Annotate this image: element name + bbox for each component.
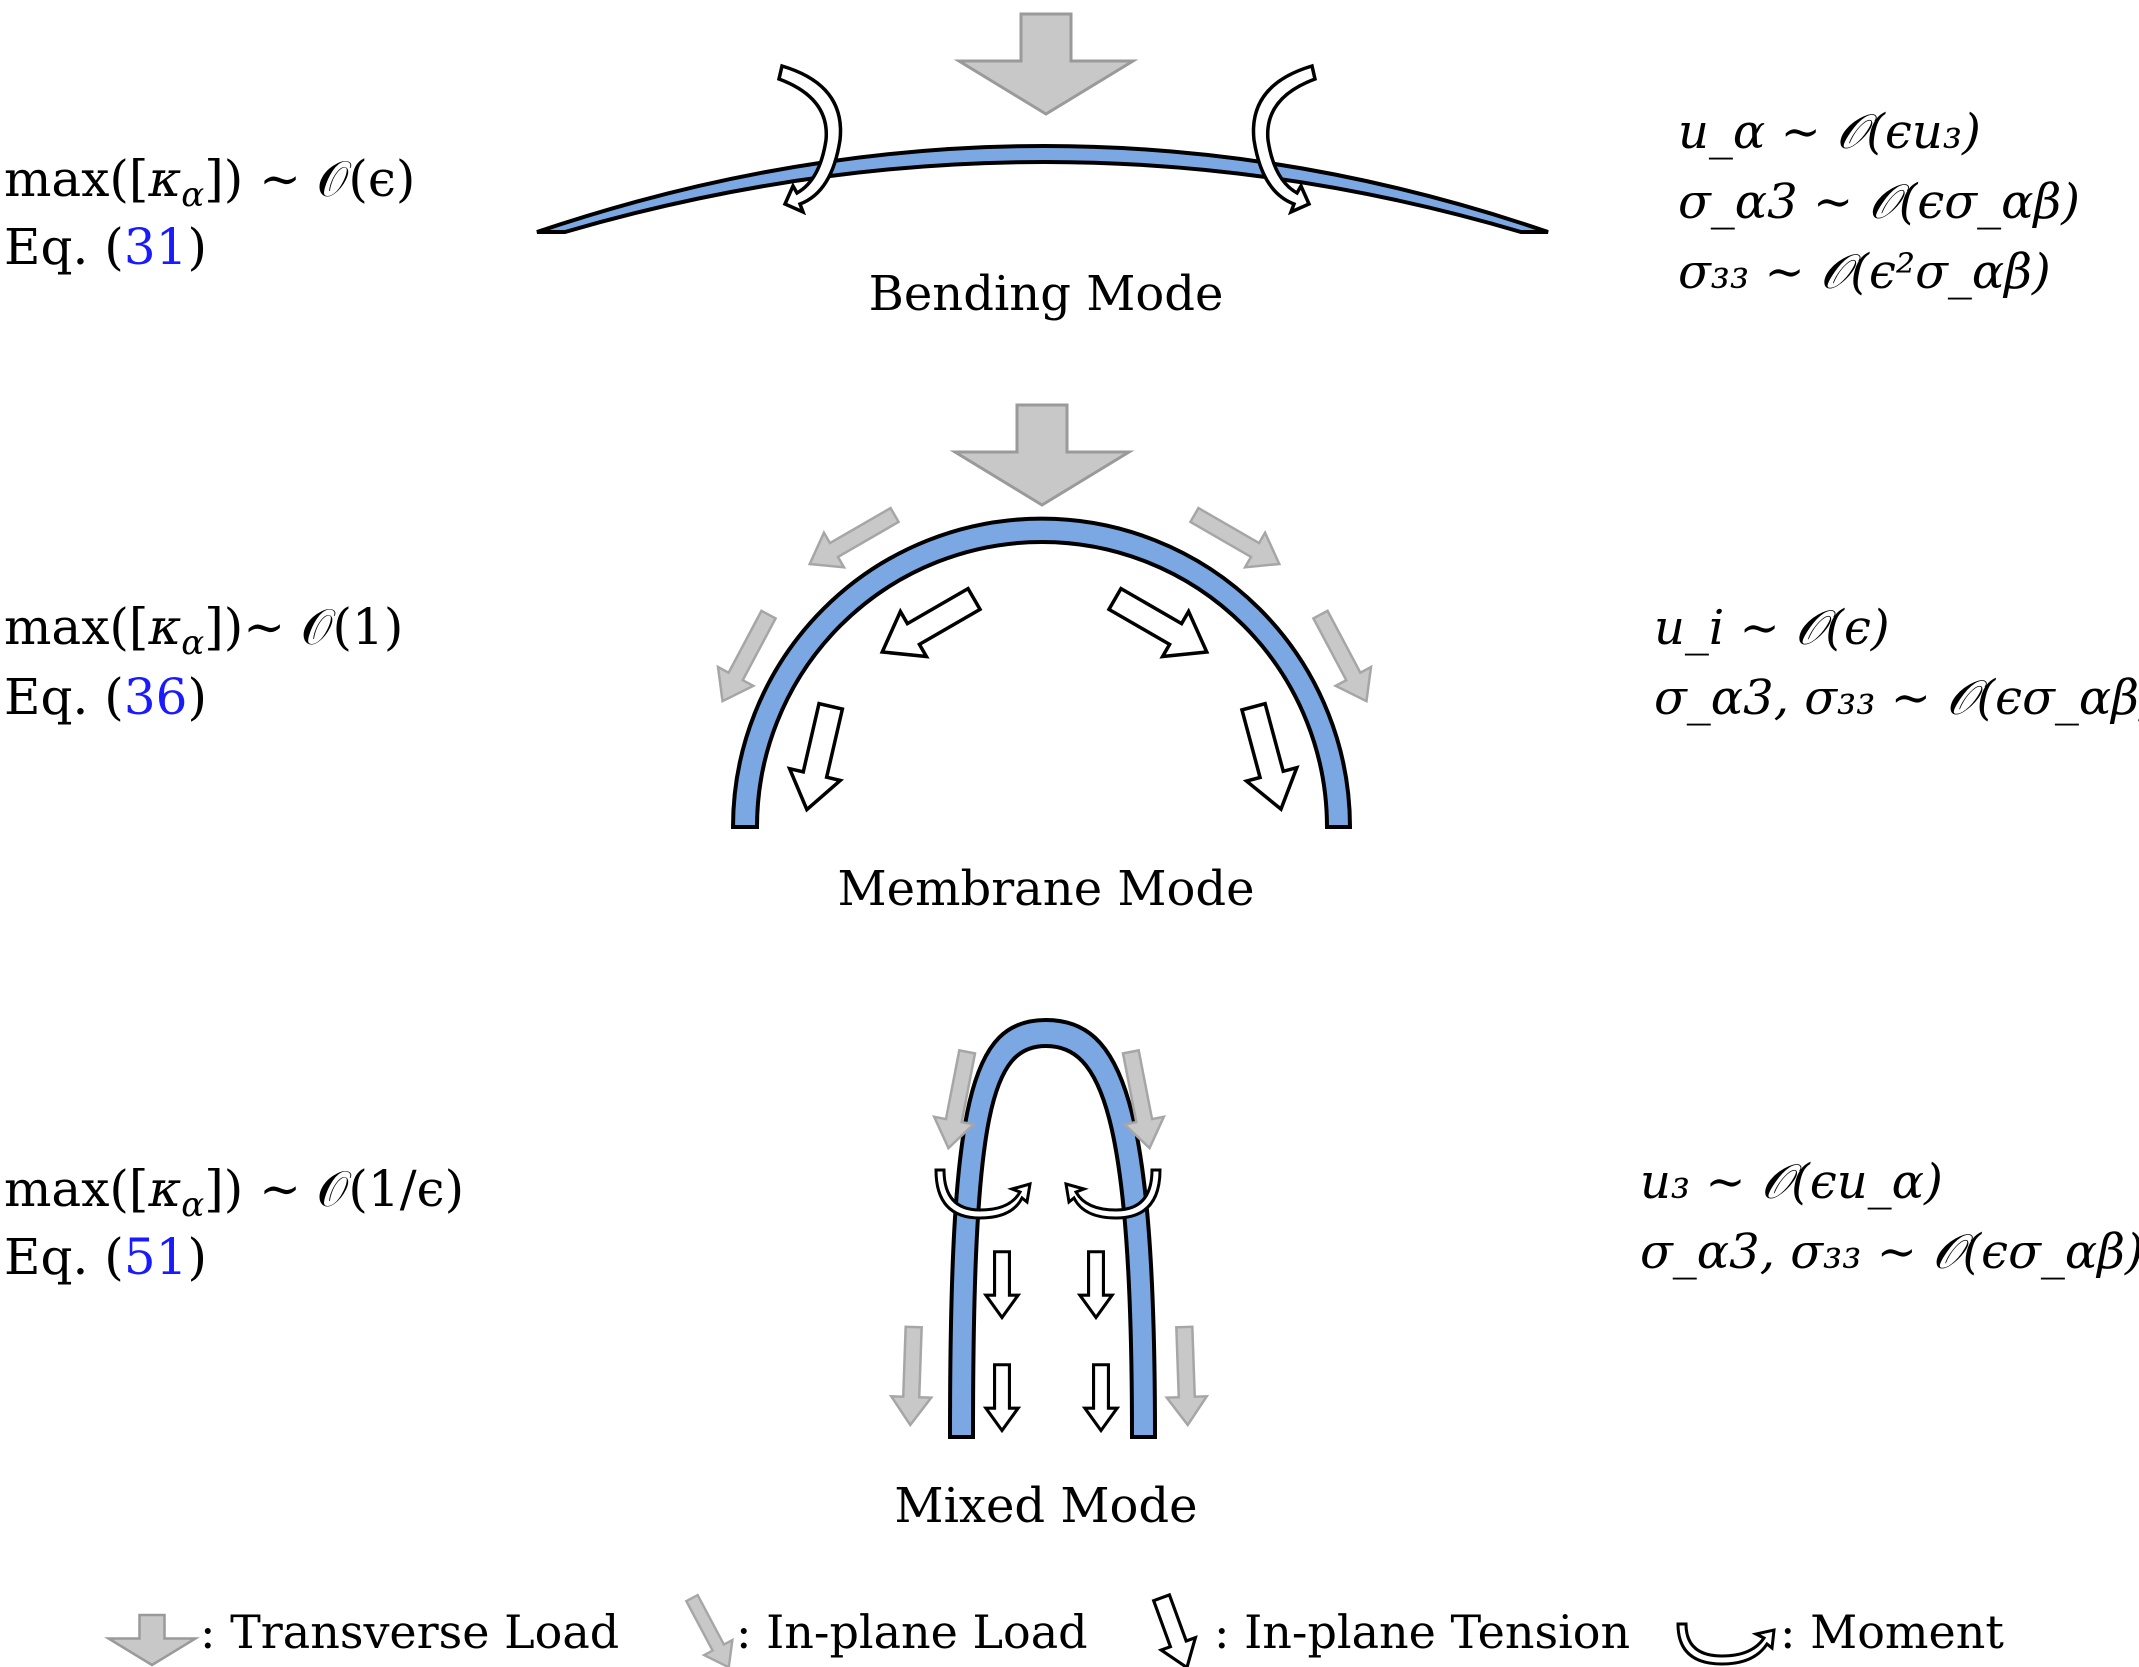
scaling-relation: u_i ∼ 𝒪(ϵ) — [1654, 600, 1890, 656]
kappa-condition: max([κα])∼ 𝒪(1) — [4, 598, 403, 663]
bending-mode-title: Bending Mode — [869, 266, 1224, 322]
bending-right-label: u_α ∼ 𝒪(ϵu₃) σ_α3 ∼ 𝒪(ϵσ_αβ) σ₃₃ ∼ 𝒪(ϵ²σ… — [1678, 104, 2080, 300]
scaling-relation: σ_α3, σ₃₃ ∼ 𝒪(ϵσ_αβ) — [1640, 1224, 2139, 1280]
legend-label: : In-plane Load — [736, 1605, 1088, 1659]
inplane-tension-arrow — [779, 698, 858, 818]
inplane-load-arrow-icon — [676, 1589, 745, 1667]
kappa-condition: max([κα]) ∼ 𝒪(ϵ) — [4, 150, 415, 215]
scaling-relation: u_α ∼ 𝒪(ϵu₃) — [1678, 104, 1981, 160]
mixed-mode-title: Mixed Mode — [894, 1478, 1197, 1534]
legend-label: : Transverse Load — [200, 1605, 619, 1659]
inplane-load-arrow — [889, 1325, 935, 1427]
mixed-shell — [947, 1017, 1158, 1439]
membrane-left-label: max([κα])∼ 𝒪(1) Eq. (36) — [4, 598, 403, 726]
membrane-mode-figure: Membrane Mode — [703, 403, 1386, 917]
transverse-load-arrow-icon — [107, 1613, 197, 1667]
transverse-load-arrow — [953, 403, 1131, 507]
bending-left-label: max([κα]) ∼ 𝒪(ϵ) Eq. (31) — [4, 150, 415, 276]
mixed-right-label: u₃ ∼ 𝒪(ϵu_α) σ_α3, σ₃₃ ∼ 𝒪(ϵσ_αβ) — [1640, 1154, 2139, 1280]
moment-arrow-left — [934, 1168, 1032, 1220]
inplane-tension-arrow-icon — [1142, 1589, 1206, 1667]
legend-item-transverse-load: : Transverse Load — [107, 1605, 619, 1667]
scaling-relation: u₃ ∼ 𝒪(ϵu_α) — [1640, 1154, 1943, 1210]
inplane-tension-arrow — [867, 574, 989, 677]
legend-label: : In-plane Tension — [1214, 1605, 1630, 1659]
inplane-tension-arrow — [1078, 1250, 1114, 1320]
inplane-load-arrow — [1163, 1325, 1209, 1427]
inplane-tension-arrow — [984, 1250, 1020, 1320]
bending-mode-figure: Bending Mode — [536, 12, 1549, 322]
legend: : Transverse Load : In-plane Load : In-p… — [107, 1589, 2004, 1667]
moment-arrow-left — [776, 63, 843, 216]
legend-item-inplane-tension: : In-plane Tension — [1142, 1589, 1630, 1667]
inplane-tension-arrow — [1226, 698, 1308, 818]
equation-ref: Eq. (36) — [4, 668, 207, 726]
mixed-mode-figure: Mixed Mode — [889, 1017, 1209, 1534]
moment-arrow-right — [1064, 1168, 1162, 1220]
scaling-relation: σ_α3 ∼ 𝒪(ϵσ_αβ) — [1678, 174, 2080, 230]
legend-item-moment: : Moment — [1676, 1605, 2004, 1666]
membrane-right-label: u_i ∼ 𝒪(ϵ) σ_α3, σ₃₃ ∼ 𝒪(ϵσ_αβ) — [1654, 600, 2139, 726]
equation-ref: Eq. (31) — [4, 218, 207, 276]
legend-label: : Moment — [1780, 1605, 2004, 1659]
equation-ref: Eq. (51) — [4, 1228, 207, 1286]
legend-item-inplane-load: : In-plane Load — [676, 1589, 1088, 1667]
membrane-mode-title: Membrane Mode — [837, 861, 1254, 917]
scaling-relation: σ_α3, σ₃₃ ∼ 𝒪(ϵσ_αβ) — [1654, 670, 2139, 726]
inplane-tension-arrow — [984, 1363, 1020, 1433]
inplane-tension-arrow — [1083, 1363, 1119, 1433]
scaling-relation: σ₃₃ ∼ 𝒪(ϵ²σ_αβ) — [1678, 244, 2051, 300]
moment-arrow-icon — [1676, 1622, 1776, 1666]
kappa-condition: max([κα]) ∼ 𝒪(1/ϵ) — [4, 1160, 464, 1225]
mixed-left-label: max([κα]) ∼ 𝒪(1/ϵ) Eq. (51) — [4, 1160, 464, 1286]
transverse-load-arrow — [957, 12, 1135, 116]
membrane-shell — [730, 516, 1353, 829]
moment-arrow-right — [1251, 63, 1318, 216]
bending-shell — [536, 144, 1549, 234]
